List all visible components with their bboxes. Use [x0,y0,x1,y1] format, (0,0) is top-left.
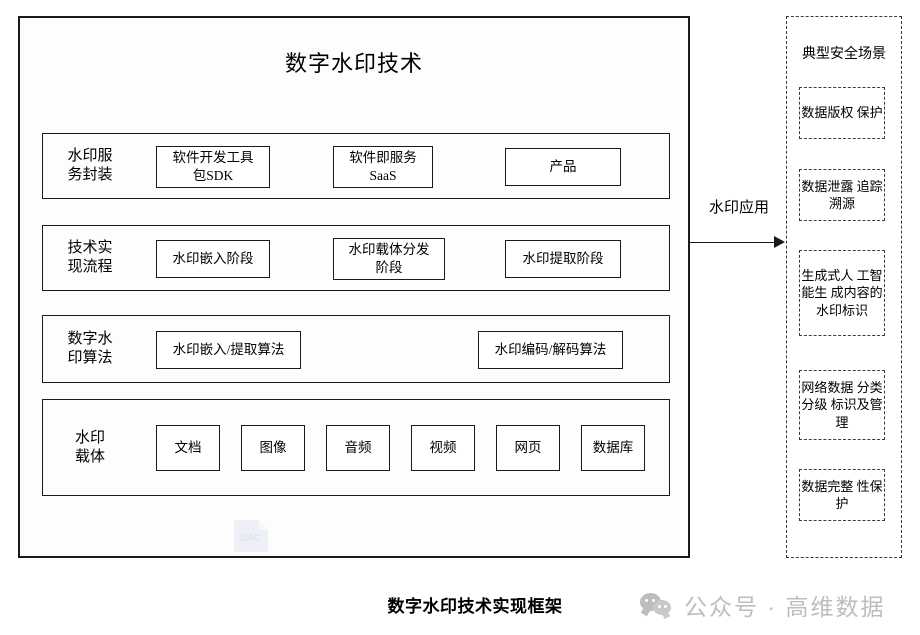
node-carrier-video-label: 视频 [429,440,457,456]
scenario-line1: 生成式人 [801,268,854,284]
scenario-line4: 水印标识 [815,302,868,318]
scenario-item-data-integrity[interactable]: 数据完整 性保护 [799,469,885,521]
layer-label-service-packaging: 水印服 务封装 [57,147,123,185]
node-carrier-document[interactable]: 文档 [156,425,220,471]
node-sdk[interactable]: 软件开发工具 包SDK [156,146,270,188]
node-carrier-document-label: 文档 [174,440,202,456]
sac-watermark-logo: SAC [228,518,272,558]
node-embed-extract-algorithm-line1: 水印嵌入/提取算法 [172,342,285,358]
node-distribution-stage-line2: 阶段 [375,260,403,275]
scenario-line1: 数据版权 [801,105,854,121]
layer-label-line2: 现流程 [67,259,113,275]
scenario-column: 典型安全场景 数据版权 保护 数据泄露 追踪溯源 生成式人 工智能生 成内容的 … [786,16,902,558]
scenario-line1: 网络数据 [801,380,854,396]
svg-text:SAC: SAC [239,533,261,544]
arrow-head-icon [774,236,785,248]
layer-label-line2: 载体 [74,448,105,465]
node-extraction-stage[interactable]: 水印提取阶段 [505,240,621,278]
node-carrier-image-label: 图像 [259,440,287,456]
node-embedding-stage-line1: 水印嵌入阶段 [172,251,254,267]
scenario-line2: 工智能生 [801,268,883,301]
node-carrier-audio[interactable]: 音频 [326,425,390,471]
layer-label-line1: 技术实 [67,239,113,256]
scenario-line3: 成内容的 [830,285,883,301]
node-carrier-webpage[interactable]: 网页 [496,425,560,471]
layer-label-line2: 印算法 [67,350,113,366]
layer-service-packaging: 水印服 务封装 软件开发工具 包SDK 软件即服务 SaaS 产品 [42,133,670,199]
scenario-item-leak-tracing[interactable]: 数据泄露 追踪溯源 [799,169,885,221]
scenario-line1: 数据泄露 [801,178,854,194]
node-embedding-stage[interactable]: 水印嵌入阶段 [156,240,270,278]
brand-watermark: 公众号 · 高维数据 [640,588,885,622]
scenario-line2: 性保护 [835,478,883,511]
scenario-item-data-classification[interactable]: 网络数据 分类分级 标识及管理 [799,370,885,440]
node-saas-line1: 软件即服务 [349,150,417,166]
layer-implementation-process: 技术实 现流程 水印嵌入阶段 水印载体分发 阶段 水印提取阶段 [42,225,670,291]
scenario-line2: 保护 [856,105,883,121]
node-extraction-stage-line1: 水印提取阶段 [522,251,604,267]
layer-label-implementation-process: 技术实 现流程 [57,239,123,277]
arrow-to-scenarios [690,226,786,266]
node-carrier-database-label: 数据库 [592,440,634,456]
node-carrier-audio-label: 音频 [344,440,372,456]
main-framework-box: 数字水印技术 水印服 务封装 软件开发工具 包SDK 软件即服务 SaaS [18,16,690,558]
node-product[interactable]: 产品 [505,148,621,186]
wechat-icon [640,592,674,618]
node-sdk-line2: 包SDK [192,168,234,183]
node-encode-decode-algorithm-line1: 水印编码/解码算法 [494,342,607,358]
layer-label-algorithms: 数字水 印算法 [57,330,123,368]
node-distribution-stage-line1: 水印载体分发 [348,242,430,258]
scenario-item-copyright-protection[interactable]: 数据版权 保护 [799,87,885,139]
scenario-line1: 数据完整 [801,478,854,494]
layer-algorithms: 数字水 印算法 水印嵌入/提取算法 水印编码/解码算法 [42,315,670,383]
node-encode-decode-algorithm[interactable]: 水印编码/解码算法 [478,331,623,369]
scenario-line2: 追踪溯源 [828,178,883,211]
node-sdk-line1: 软件开发工具 [172,150,254,166]
scenario-item-aigc-watermark[interactable]: 生成式人 工智能生 成内容的 水印标识 [799,250,885,336]
figure-caption: 数字水印技术实现框架 [387,597,563,616]
node-carrier-database[interactable]: 数据库 [581,425,645,471]
layer-label-line2: 务封装 [67,167,113,183]
page-title: 数字水印技术 [284,51,423,76]
node-carrier-webpage-label: 网页 [514,440,542,456]
node-saas-line2: SaaS [369,168,397,183]
node-embed-extract-algorithm[interactable]: 水印嵌入/提取算法 [156,331,301,369]
node-distribution-stage[interactable]: 水印载体分发 阶段 [333,238,445,280]
node-carrier-video[interactable]: 视频 [411,425,475,471]
node-carrier-image[interactable]: 图像 [241,425,305,471]
layer-carriers: 水印 载体 文档 图像 音频 视频 网页 数据库 [42,399,670,496]
node-saas[interactable]: 软件即服务 SaaS [333,146,433,188]
scenario-column-title: 典型安全场景 [802,47,886,62]
scenario-line3: 标识及管理 [830,397,883,430]
scenario-line2: 分类分级 [801,380,883,413]
arrow-label-watermark-application: 水印应用 [708,200,769,216]
layer-label-carriers: 水印 载体 [57,428,123,466]
layer-label-line1: 水印服 [67,147,113,164]
brand-text: 公众号 · 高维数据 [684,594,886,620]
layer-label-line1: 数字水 [67,330,113,347]
node-product-line1: 产品 [549,159,577,175]
arrow-line [690,242,778,243]
layer-label-line1: 水印 [74,429,105,446]
